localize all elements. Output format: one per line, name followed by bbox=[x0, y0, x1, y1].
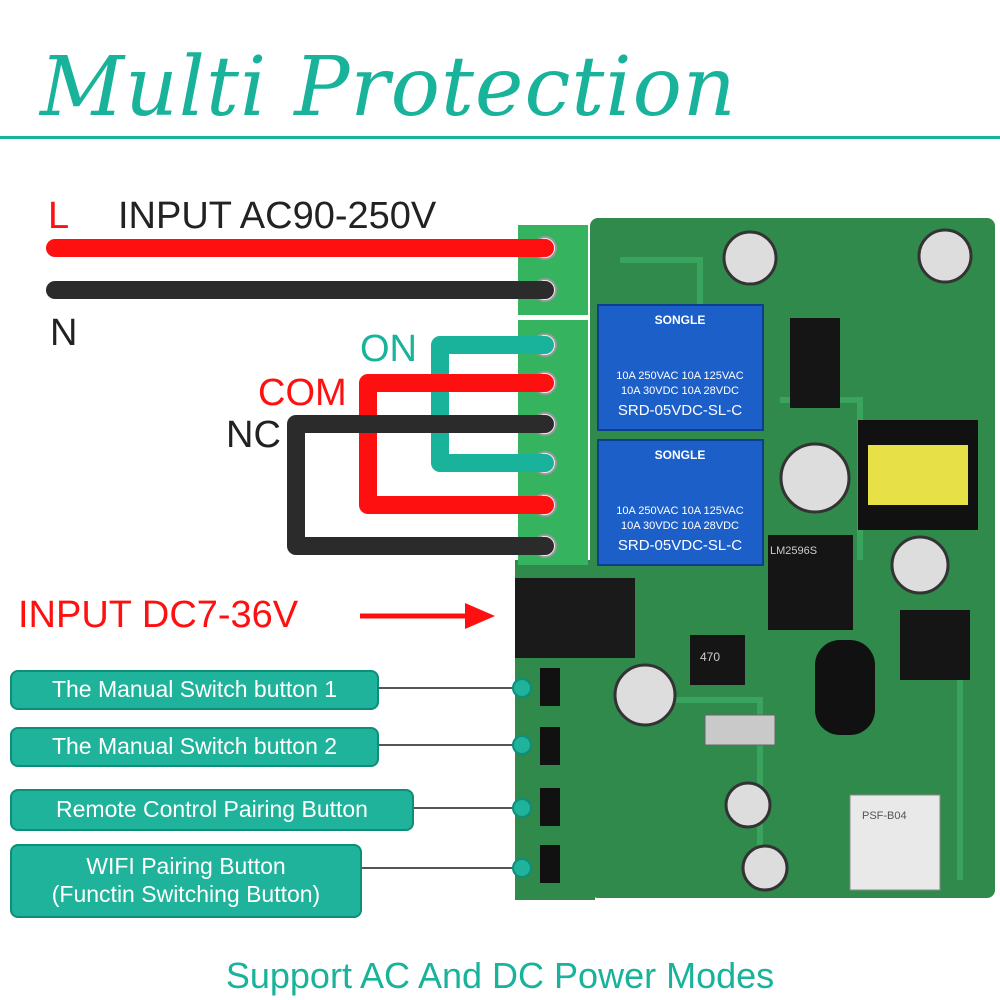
antenna-coil bbox=[815, 640, 875, 735]
com-label: COM bbox=[258, 372, 347, 414]
crystal bbox=[704, 714, 776, 746]
manual-switch-1-callout: The Manual Switch button 1 bbox=[10, 670, 379, 710]
relay-1 bbox=[597, 304, 764, 431]
com-wire bbox=[359, 374, 554, 514]
relay-1-model: SRD-05VDC-SL-C bbox=[617, 401, 743, 419]
relay-2-spec1: 10A 250VAC 10A 125VAC bbox=[616, 504, 744, 517]
ics bbox=[690, 318, 970, 891]
transformer bbox=[858, 420, 978, 530]
wifi-module-label: PSF-B04 bbox=[862, 810, 907, 822]
nc-label: NC bbox=[226, 414, 281, 456]
relay-1-spec2: 10A 30VDC 10A 28VDC bbox=[620, 385, 740, 398]
ac-terminal-block bbox=[518, 225, 588, 315]
nc-wire bbox=[287, 415, 554, 555]
relay-1-brand: SONGLE bbox=[654, 313, 706, 327]
n-label: N bbox=[50, 312, 78, 354]
dc-jack bbox=[515, 578, 635, 658]
on-label: ON bbox=[360, 328, 417, 370]
inductor-label: 470 bbox=[700, 650, 721, 664]
input-dc-label: INPUT DC7-36V bbox=[18, 594, 299, 636]
wifi-pairing-callout: WIFI Pairing Button (Functin Switching B… bbox=[10, 844, 362, 918]
regulator-label: LM2596S bbox=[770, 545, 818, 557]
relay-1-spec1: 10A 250VAC 10A 125VAC bbox=[616, 369, 744, 382]
remote-pairing-callout: Remote Control Pairing Button bbox=[10, 789, 414, 831]
button-pointer-dots bbox=[512, 678, 532, 878]
manual-switch-2-callout: The Manual Switch button 2 bbox=[10, 727, 379, 767]
board-buttons bbox=[540, 668, 560, 883]
relay-2-spec2: 10A 30VDC 10A 28VDC bbox=[620, 520, 740, 533]
on-wire bbox=[431, 336, 554, 472]
page-title: Multi Protection bbox=[40, 40, 737, 135]
relay-1-text: SONGLE 10A 250VAC 10A 125VAC 10A 30VDC 1… bbox=[600, 312, 760, 421]
relay-terminal-block bbox=[518, 320, 588, 565]
relay-2-brand: SONGLE bbox=[654, 448, 706, 462]
title-underline bbox=[0, 136, 1000, 139]
relay-2-text: SONGLE 10A 250VAC 10A 125VAC 10A 30VDC 1… bbox=[600, 447, 760, 556]
button-pointers bbox=[358, 687, 520, 869]
footer-text: Support AC And DC Power Modes bbox=[225, 955, 775, 996]
wires bbox=[46, 239, 554, 555]
l-label: L bbox=[48, 195, 70, 237]
capacitors bbox=[613, 228, 973, 892]
relay-2-model: SRD-05VDC-SL-C bbox=[617, 536, 743, 554]
dc-arrow-icon bbox=[360, 603, 495, 629]
input-ac-label: INPUT AC90-250V bbox=[118, 195, 437, 237]
relay-2 bbox=[597, 439, 764, 566]
